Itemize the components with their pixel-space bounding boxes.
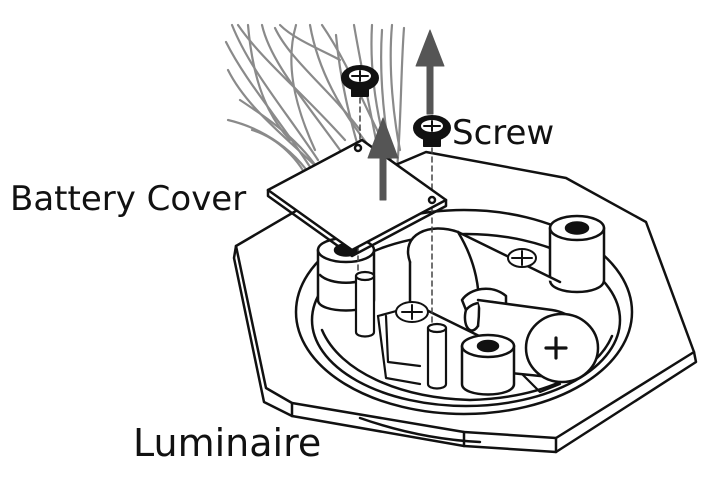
lift-arrows xyxy=(367,29,445,201)
standoff-right xyxy=(548,214,606,294)
inner-bracket xyxy=(376,308,562,394)
floating-screw-right xyxy=(413,115,451,147)
standoff-lower xyxy=(460,333,516,396)
floating-screw-top xyxy=(341,65,379,97)
luminaire-label: Luminaire xyxy=(133,421,322,465)
installed-screws xyxy=(395,248,537,323)
battery-cover xyxy=(266,138,448,258)
battery-cover-label: Battery Cover xyxy=(10,179,247,219)
battery-holder xyxy=(406,227,600,384)
pins xyxy=(354,270,448,390)
plus-symbol xyxy=(544,336,568,360)
screw-label: Screw xyxy=(452,113,555,153)
